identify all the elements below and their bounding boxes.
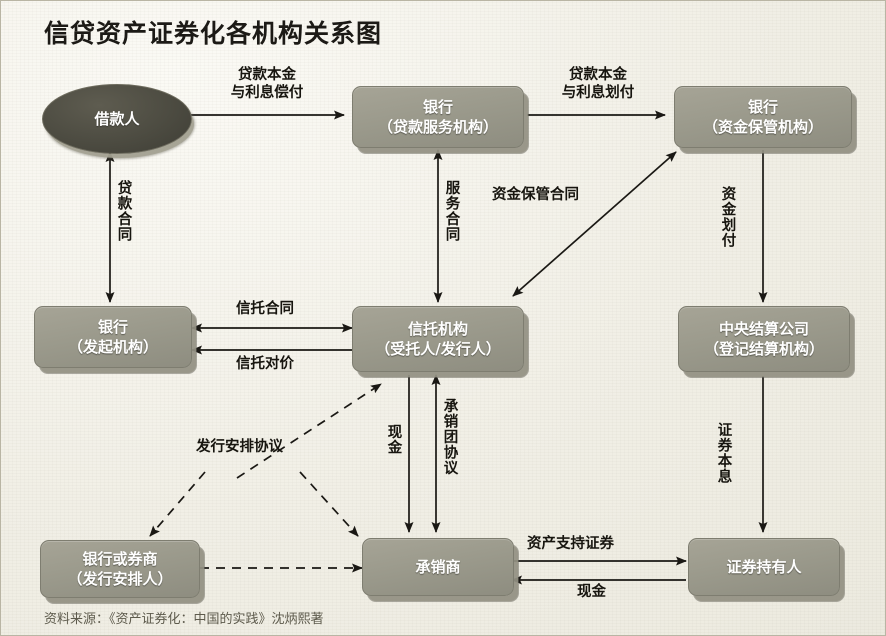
edge-issuance-arrangement-to-trust: [236, 383, 382, 479]
page-title: 信贷资产证券化各机构关系图: [44, 19, 383, 48]
node-loan-servicer[interactable]: 银行 （贷款服务机构）: [352, 86, 524, 148]
edge-issuance-arrangement-to-arranger: [149, 471, 206, 537]
edge-fund-custody-contract: [512, 151, 677, 297]
node-securities-holder-line-1: 证券持有人: [726, 557, 802, 576]
label-trust-consideration: 信托对价: [236, 356, 294, 372]
node-fund-custodian-line-1: 银行: [747, 97, 778, 116]
node-underwriter-line-1: 承销商: [415, 557, 461, 576]
label-trust-contract: 信托合同: [236, 301, 294, 317]
node-loan-servicer-line-1: 银行: [422, 97, 453, 116]
label-loan-transfer: 贷款本金 与利息划付: [528, 66, 668, 102]
label-loan-repayment-line-2: 与利息偿付: [230, 85, 304, 102]
source-note: 资料来源：《资产证券化：中国的实践》沈炳熙著: [44, 612, 324, 627]
node-issuance-arranger[interactable]: 银行或券商 （发行安排人）: [40, 540, 200, 598]
label-underwriting-syndicate-agreement: 承销团协议: [441, 398, 458, 476]
node-borrower[interactable]: 借款人: [42, 84, 192, 154]
label-loan-transfer-line-1: 贷款本金: [569, 67, 627, 83]
label-issuance-arrangement-agreement: 发行安排协议: [196, 439, 283, 455]
label-cash-middle: 现金: [385, 424, 402, 455]
node-securities-holder[interactable]: 证券持有人: [688, 538, 840, 596]
node-central-clearing-line-1: 中央结算公司: [718, 319, 809, 338]
edge-issuance-arrangement-to-underwriter: [299, 471, 359, 537]
node-issuance-arranger-line-1: 银行或券商: [82, 549, 158, 568]
node-central-clearing-line-2: （登记结算机构）: [703, 340, 824, 358]
label-loan-contract: 贷款合同: [115, 180, 132, 242]
node-central-clearing[interactable]: 中央结算公司 （登记结算机构）: [678, 306, 850, 372]
node-trust-institution-line-1: 信托机构: [407, 319, 468, 338]
label-fund-transfer: 资金划付: [719, 186, 736, 248]
node-trust-institution[interactable]: 信托机构 （受托人/发行人）: [352, 306, 524, 372]
node-trust-institution-line-2: （受托人/发行人）: [375, 340, 501, 358]
node-fund-custodian-line-2: （资金保管机构）: [702, 118, 823, 136]
label-securities-principal-interest: 证券本息: [715, 422, 732, 484]
node-underwriter[interactable]: 承销商: [362, 538, 514, 596]
label-cash-bottom: 现金: [577, 584, 606, 600]
node-originator-line-2: （发起机构）: [67, 338, 158, 356]
label-loan-repayment: 贷款本金 与利息偿付: [196, 66, 338, 102]
node-borrower-line-1: 借款人: [94, 109, 140, 128]
node-originator[interactable]: 银行 （发起机构）: [34, 306, 192, 368]
label-service-contract: 服务合同: [443, 180, 460, 242]
label-fund-custody-contract: 资金保管合同: [492, 187, 579, 203]
node-originator-line-1: 银行: [97, 317, 128, 336]
label-loan-transfer-line-2: 与利息划付: [561, 85, 635, 102]
label-asset-backed-securities: 资产支持证券: [527, 536, 614, 552]
label-loan-repayment-line-1: 贷款本金: [238, 67, 296, 83]
node-issuance-arranger-line-2: （发行安排人）: [67, 570, 173, 588]
node-loan-servicer-line-2: （贷款服务机构）: [377, 118, 498, 136]
node-fund-custodian[interactable]: 银行 （资金保管机构）: [674, 86, 852, 148]
